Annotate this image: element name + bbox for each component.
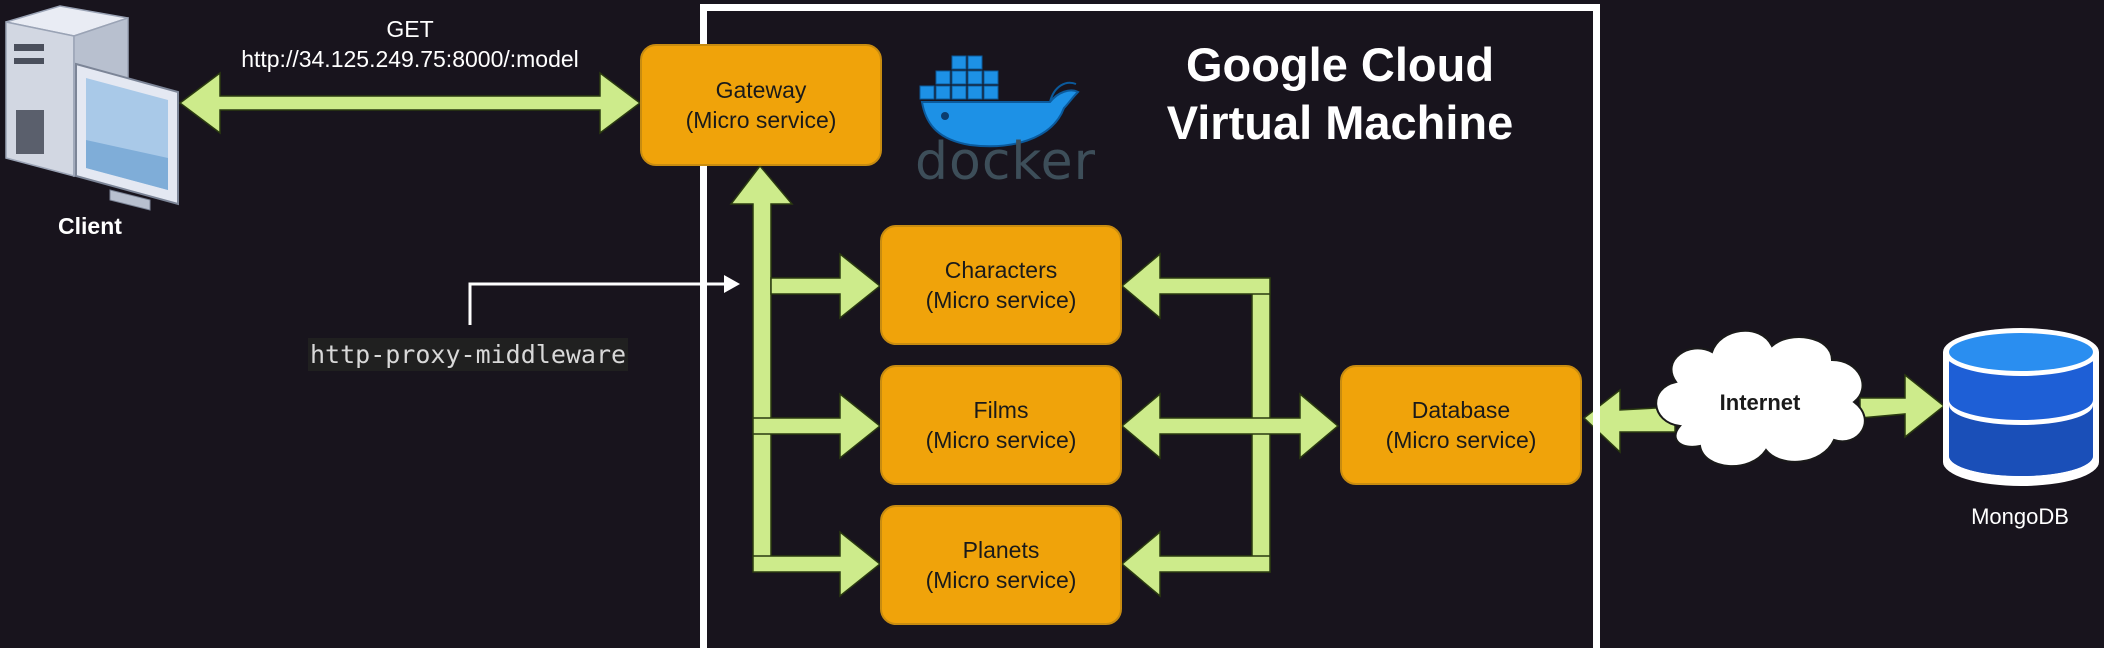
bus-planets-arrow xyxy=(1120,530,1271,598)
internet-mongodb-arrow xyxy=(1859,373,1946,439)
vm-boundary xyxy=(700,4,1600,648)
client-computer-icon xyxy=(5,5,179,211)
gateway-service: Gateway (Micro service) xyxy=(640,44,882,166)
films-name: Films xyxy=(973,397,1029,423)
internet-label: Internet xyxy=(1719,390,1801,415)
branch-characters-arrow xyxy=(770,252,882,320)
middleware-label: http-proxy-middleware xyxy=(308,338,629,371)
mongodb-database-icon xyxy=(1943,328,2099,486)
internet-cloud-icon xyxy=(1655,329,1866,467)
gateway-kind: (Micro service) xyxy=(685,107,837,133)
request-url: http://34.125.249.75:8000/:model xyxy=(241,46,579,72)
films-service: Films (Micro service) xyxy=(880,365,1122,485)
vm-title-line1: Google Cloud xyxy=(1185,38,1495,91)
characters-service: Characters (Micro service) xyxy=(880,225,1122,345)
bus-characters-arrow xyxy=(1120,252,1271,320)
request-label: GET http://34.125.249.75:8000/:model xyxy=(220,14,600,74)
branch-planets-arrow xyxy=(752,530,882,598)
database-kind: (Micro service) xyxy=(1385,427,1537,453)
docker-wordmark: docker xyxy=(915,132,1097,192)
vm-title: Google Cloud Virtual Machine xyxy=(1140,36,1540,152)
planets-kind: (Micro service) xyxy=(925,567,1077,593)
characters-kind: (Micro service) xyxy=(925,287,1077,313)
films-kind: (Micro service) xyxy=(925,427,1077,453)
characters-name: Characters xyxy=(944,257,1058,283)
database-name: Database xyxy=(1411,397,1511,423)
request-method: GET xyxy=(386,16,434,42)
mongodb-label: MongoDB xyxy=(1971,504,2069,529)
gateway-name: Gateway xyxy=(715,77,807,103)
vm-title-line2: Virtual Machine xyxy=(1166,96,1514,149)
planets-service: Planets (Micro service) xyxy=(880,505,1122,625)
films-database-arrow xyxy=(1120,392,1340,460)
planets-name: Planets xyxy=(962,537,1040,563)
docker-whale-icon xyxy=(919,55,1080,148)
client-label: Client xyxy=(58,213,122,239)
database-service: Database (Micro service) xyxy=(1340,365,1582,485)
branch-films-arrow xyxy=(752,392,882,460)
middleware-pointer xyxy=(468,275,740,325)
client-gateway-arrow xyxy=(178,71,642,135)
